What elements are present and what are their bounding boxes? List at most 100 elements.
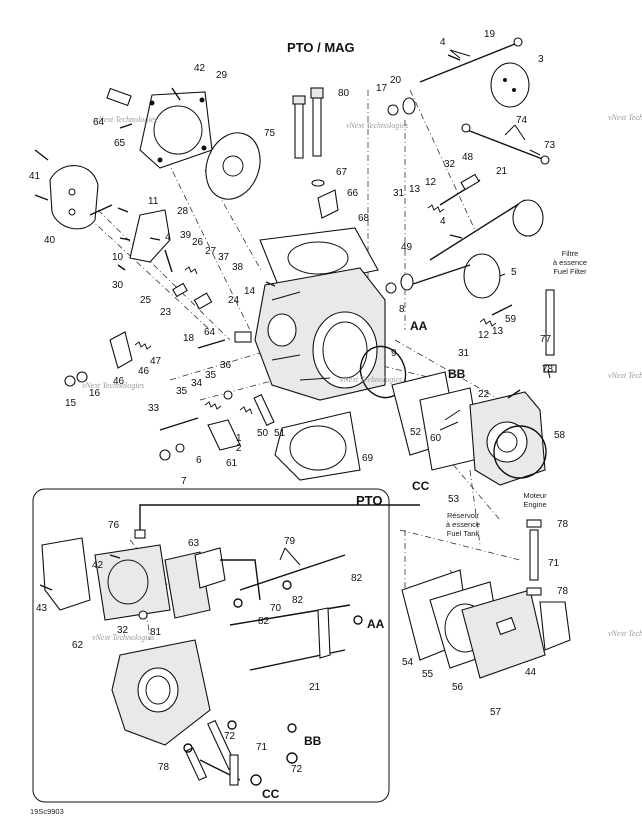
inset-assembly xyxy=(39,504,420,786)
note-engine: Moteur Engine xyxy=(523,491,547,509)
spring-2 xyxy=(239,406,253,415)
svg-text:à essence: à essence xyxy=(553,258,587,267)
pto-inset-box xyxy=(32,488,390,803)
o-ring-58 xyxy=(493,425,547,479)
shaft-50 xyxy=(253,393,275,427)
callout: 70 xyxy=(270,603,282,614)
lever-63 xyxy=(194,547,226,589)
callout: 24 xyxy=(228,295,240,306)
main-assembly xyxy=(34,37,571,679)
svg-text:vNext Technologies: vNext Technologies xyxy=(608,113,642,122)
callout: 10 xyxy=(112,252,124,263)
callout: 34 xyxy=(191,378,203,389)
screw-80 xyxy=(312,95,322,157)
connector-bb-inset: BB xyxy=(304,734,322,748)
svg-text:vNext Technologies: vNext Technologies xyxy=(346,121,408,130)
callout: 35 xyxy=(176,386,188,397)
callout: 72 xyxy=(291,764,303,775)
bushing-24 xyxy=(193,292,213,310)
washer-16 xyxy=(76,371,88,383)
shaft-21-inset xyxy=(249,649,346,671)
callout: 52 xyxy=(410,427,422,438)
callout: 4 xyxy=(440,216,446,227)
callout: 11 xyxy=(148,196,159,207)
svg-text:vNext Technologies: vNext Technologies xyxy=(608,371,642,380)
callout: 78 xyxy=(557,586,569,597)
callout: 20 xyxy=(390,75,402,86)
bracket-44 xyxy=(539,601,571,651)
callout: 26 xyxy=(192,237,204,248)
callout: 42 xyxy=(92,560,104,571)
callout: 4 xyxy=(440,37,446,48)
callout: 75 xyxy=(264,128,276,139)
watermarks: vNext Technologies vNext Technologies vN… xyxy=(82,113,642,642)
rod-inset xyxy=(239,554,346,591)
gasket-29 xyxy=(139,91,213,169)
o-ring-9 xyxy=(359,345,407,399)
connector-cc-inset: CC xyxy=(262,787,280,801)
callout: 73 xyxy=(544,140,556,151)
callout: 61 xyxy=(226,458,238,469)
washer-6 xyxy=(175,443,185,453)
washer-67 xyxy=(311,179,325,187)
callout: 12 xyxy=(425,177,437,188)
shaft-19 xyxy=(419,41,521,83)
callout: 9 xyxy=(391,348,397,359)
bracket-30 xyxy=(129,209,171,263)
callout: 36 xyxy=(220,360,232,371)
callout: 4 xyxy=(165,232,171,243)
callout: 80 xyxy=(338,88,350,99)
svg-text:Fuel Tank: Fuel Tank xyxy=(447,529,480,538)
bushing-20 xyxy=(402,97,416,115)
callout: 72 xyxy=(224,731,236,742)
diagram-title: PTO / MAG xyxy=(287,40,355,55)
screw-18 xyxy=(197,339,226,349)
callout: 5 xyxy=(511,267,517,278)
spring-27 xyxy=(184,266,198,275)
callout: 51 xyxy=(274,428,286,439)
callout: 14 xyxy=(244,286,256,297)
clamp-66 xyxy=(317,189,339,219)
svg-text:à essence: à essence xyxy=(446,520,480,529)
callout: 28 xyxy=(177,206,189,217)
note-fuel-tank: Réservoir à essence Fuel Tank xyxy=(446,511,480,538)
callout: 82 xyxy=(351,573,363,584)
svg-text:vNext Technologies: vNext Technologies xyxy=(340,375,402,384)
connector-cc: CC xyxy=(412,479,430,493)
callout: 31 xyxy=(458,348,470,359)
callout: 66 xyxy=(347,188,359,199)
callout: 46 xyxy=(113,376,125,387)
callout: 62 xyxy=(72,640,84,651)
callout: 41 xyxy=(29,171,41,182)
callout: 82 xyxy=(258,616,270,627)
svg-text:Engine: Engine xyxy=(523,500,546,509)
callout: 64 xyxy=(204,327,216,338)
callout: 74 xyxy=(516,115,528,126)
spring-47 xyxy=(134,341,152,350)
svg-text:Moteur: Moteur xyxy=(523,491,547,500)
callout: 13 xyxy=(409,184,421,195)
pulley-46 xyxy=(109,331,133,369)
callout: 58 xyxy=(554,430,566,441)
clip-65 xyxy=(119,123,133,129)
washer-34 xyxy=(223,390,233,400)
svg-text:vNext Technologies: vNext Technologies xyxy=(92,633,154,642)
callout: 68 xyxy=(358,213,370,224)
spacer-64 xyxy=(234,331,252,343)
rod-70 xyxy=(229,604,351,626)
callout: 81 xyxy=(150,627,162,638)
callout: 18 xyxy=(183,333,195,344)
callout: 56 xyxy=(452,682,464,693)
callout: 53 xyxy=(448,494,460,505)
callout: 31 xyxy=(393,188,405,199)
ring-78 xyxy=(543,364,557,373)
callout: 55 xyxy=(422,669,434,680)
callout: 71 xyxy=(548,558,560,569)
callout: 82 xyxy=(292,595,304,606)
callout: 22 xyxy=(478,389,490,400)
screw-33 xyxy=(159,417,199,431)
spring-35 xyxy=(204,401,222,410)
callout: 2 xyxy=(236,443,242,454)
callout: 29 xyxy=(216,70,228,81)
callout: 42 xyxy=(194,63,206,74)
